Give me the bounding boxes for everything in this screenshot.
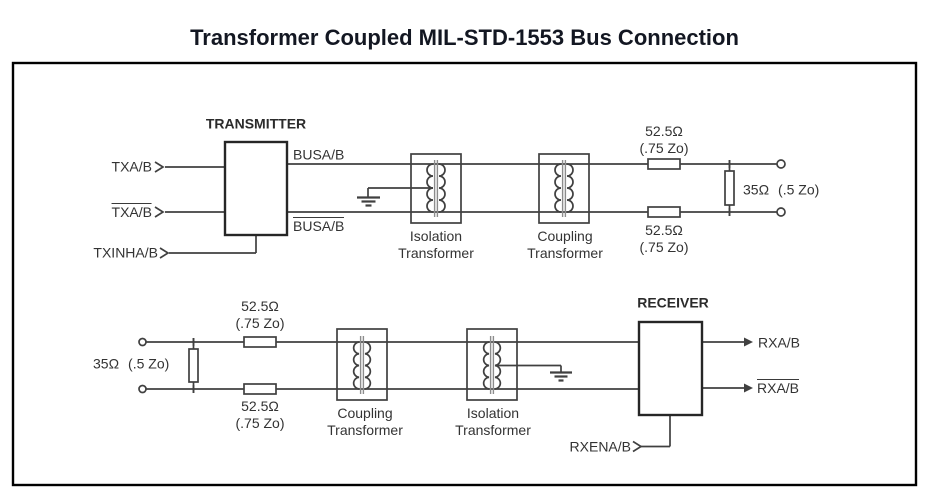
bus-terminal-top-a — [776, 159, 786, 169]
txab-input-arrow-icon — [154, 161, 165, 173]
isolation-transformer-label-top: Isolation Transformer — [398, 228, 474, 262]
termination-resistor-bottom-value: 35Ω (.5 Zo) — [93, 356, 169, 373]
resistor-note: (.5 Zo) — [128, 355, 170, 372]
series-resistor-bottom-bottom — [243, 383, 277, 395]
termination-resistor-bottom — [188, 338, 199, 393]
isolation-transformer-bottom — [466, 328, 518, 401]
bus-terminal-bottom-b — [138, 384, 147, 394]
label-line: Isolation — [409, 228, 463, 244]
resistor-note: (.75 Zo) — [235, 415, 285, 431]
bus-terminal-top-b — [776, 207, 786, 217]
series-resistor-bottom-bottom-value: 52.5Ω (.75 Zo) — [235, 398, 284, 432]
txab-inverted-input-label: TXA/B — [111, 203, 152, 221]
isolation-transformer-top — [410, 153, 462, 224]
label-line: Transformer — [398, 245, 474, 261]
transmitter-block — [223, 140, 289, 237]
resistor-note: (.75 Zo) — [639, 140, 689, 156]
series-resistor-bottom — [647, 206, 681, 218]
coupling-transformer-label-bottom: Coupling Transformer — [327, 405, 403, 439]
label-line: Transformer — [455, 422, 531, 438]
coupling-transformer-top — [538, 153, 590, 224]
resistor-value: 52.5Ω — [645, 123, 683, 139]
resistor-note: (.5 Zo) — [778, 181, 820, 198]
isolation-transformer-label-bottom: Isolation Transformer — [455, 405, 531, 439]
label-line: Coupling — [337, 405, 393, 421]
diagram-frame — [11, 61, 918, 487]
termination-resistor-top-value: 35Ω (.5 Zo) — [743, 182, 819, 199]
rxab-inverted-output-label: RXA/B — [757, 379, 800, 397]
receiver-circuit-wires — [146, 337, 753, 453]
rxenab-input-label: RXENA/B — [569, 438, 631, 455]
label-line: Coupling — [537, 228, 593, 244]
termination-resistor-top — [724, 160, 735, 216]
receiver-block — [637, 320, 704, 417]
ground-symbol-transmitter — [357, 187, 433, 207]
ground-symbol-receiver — [495, 364, 572, 382]
rxab-output-label: RXA/B — [758, 334, 801, 351]
busab-output-label: BUSA/B — [293, 146, 345, 163]
txab-input-label: TXA/B — [111, 158, 152, 175]
txinhab-input-label: TXINHA/B — [93, 244, 158, 261]
label-line: Transformer — [327, 422, 403, 438]
coupling-transformer-bottom — [336, 328, 388, 401]
txab-n-input-arrow-icon — [154, 206, 165, 218]
resistor-value: 52.5Ω — [645, 222, 683, 238]
series-resistor-bottom-top — [243, 336, 277, 348]
resistor-value: 35Ω — [743, 181, 770, 198]
series-resistor-top-value: 52.5Ω (.75 Zo) — [639, 123, 688, 157]
resistor-note: (.75 Zo) — [639, 239, 689, 255]
transmitter-circuit-wires — [154, 161, 777, 259]
page-title: Transformer Coupled MIL-STD-1553 Bus Con… — [190, 25, 739, 50]
label-line: Isolation — [466, 405, 520, 421]
resistor-value: 52.5Ω — [241, 398, 279, 414]
series-resistor-bottom-value: 52.5Ω (.75 Zo) — [639, 222, 688, 256]
overlined-text: RXA/B — [757, 379, 800, 396]
transmitter-label: TRANSMITTER — [205, 115, 307, 132]
rxab-output-arrow-icon — [744, 337, 753, 347]
txinhab-input-arrow-icon — [159, 247, 170, 259]
resistor-note: (.75 Zo) — [235, 315, 285, 331]
coupling-transformer-label-top: Coupling Transformer — [527, 228, 603, 262]
resistor-value: 35Ω — [93, 355, 120, 372]
receiver-label: RECEIVER — [637, 294, 709, 311]
resistor-value: 52.5Ω — [241, 298, 279, 314]
overlined-text: TXA/B — [111, 203, 152, 220]
series-resistor-top — [647, 158, 681, 170]
label-line: Transformer — [527, 245, 603, 261]
series-resistor-bottom-top-value: 52.5Ω (.75 Zo) — [235, 298, 284, 332]
overlined-text: BUSA/B — [293, 217, 345, 234]
bus-terminal-bottom-a — [138, 337, 147, 347]
busab-inverted-output-label: BUSA/B — [293, 217, 345, 235]
rxenab-input-arrow-icon — [632, 440, 643, 453]
rxab-n-output-arrow-icon — [744, 383, 753, 393]
